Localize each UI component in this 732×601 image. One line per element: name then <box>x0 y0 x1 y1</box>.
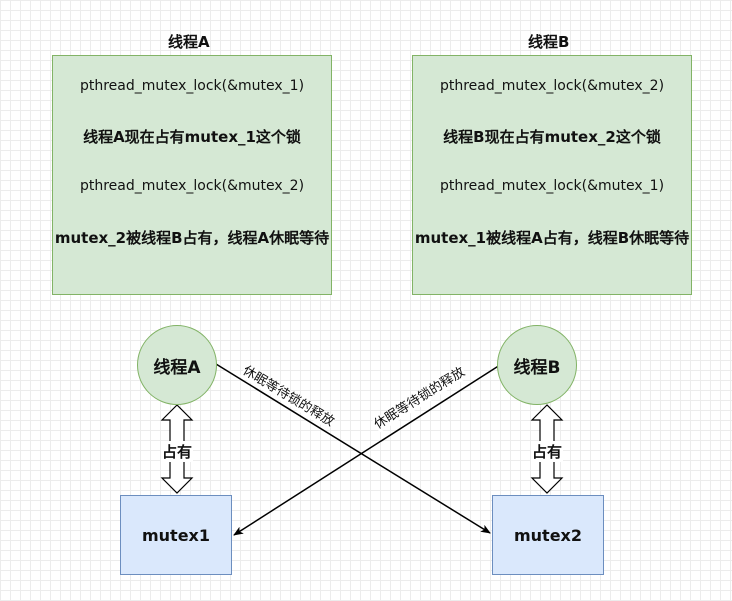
thread-b-line-4: mutex_1被线程A占有，线程B休眠等待 <box>414 229 690 247</box>
thread-a-title: 线程A <box>168 33 210 51</box>
thread-a-line-3: pthread_mutex_lock(&mutex_2) <box>79 178 305 194</box>
thread-a-line-2: 线程A现在占有mutex_1这个锁 <box>83 128 301 146</box>
mutex2-box: mutex2 <box>492 495 604 575</box>
thread-a-line-4: mutex_2被线程B占有，线程A休眠等待 <box>54 229 330 247</box>
thread-b-line-3: pthread_mutex_lock(&mutex_1) <box>439 178 665 194</box>
mutex1-box: mutex1 <box>120 495 232 575</box>
thread-b-wait-arrow <box>233 364 501 536</box>
thread-b-node: 线程B <box>497 325 577 405</box>
thread-b-line-1: pthread_mutex_lock(&mutex_2) <box>439 78 665 94</box>
thread-b-line-2: 线程B现在占有mutex_2这个锁 <box>443 128 661 146</box>
thread-a-wait-arrow <box>215 363 491 534</box>
thread-b-owns-label: 占有 <box>531 441 564 462</box>
thread-b-code-box: pthread_mutex_lock(&mutex_2) 线程B现在占有mute… <box>412 55 692 295</box>
thread-a-line-1: pthread_mutex_lock(&mutex_1) <box>79 78 305 94</box>
thread-b-title: 线程B <box>528 33 570 51</box>
thread-a-code-box: pthread_mutex_lock(&mutex_1) 线程A现在占有mute… <box>52 55 332 295</box>
thread-a-owns-label: 占有 <box>161 441 194 462</box>
thread-a-node: 线程A <box>137 325 217 405</box>
